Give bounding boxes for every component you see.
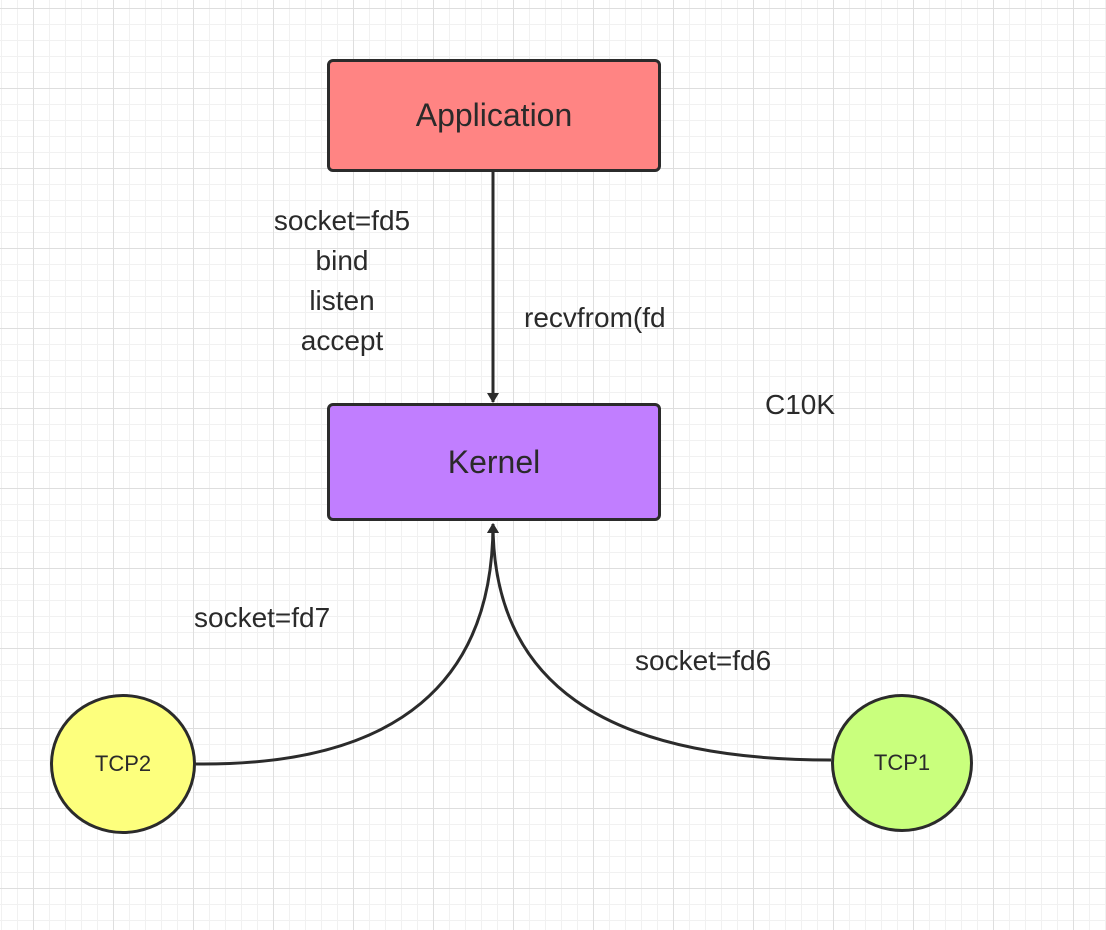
- recvfrom-label: recvfrom(fd: [524, 302, 666, 333]
- kernel-label: Kernel: [447, 443, 541, 480]
- application-label: Application: [415, 97, 573, 133]
- setup-steps: socket=fd5 bind listen accept: [242, 201, 442, 361]
- setup-step-bind: bind: [315, 245, 369, 276]
- tcp2-to-kernel-arrow: [195, 523, 499, 766]
- kernel-node: Kernel: [327, 403, 661, 521]
- tcp2-label: TCP2: [94, 751, 152, 776]
- tcp2-node: TCP2: [50, 694, 196, 834]
- tcp2-socket-label: socket=fd7: [194, 602, 331, 633]
- c10k-label: C10K: [765, 389, 836, 420]
- setup-step-accept: accept: [300, 325, 384, 356]
- tcp1-label: TCP1: [873, 750, 931, 775]
- setup-step-socket: socket=fd5: [273, 205, 411, 236]
- setup-step-listen: listen: [309, 285, 375, 316]
- tcp1-to-kernel-arrow: [487, 523, 832, 762]
- tcp1-node: TCP1: [831, 694, 973, 832]
- application-node: Application: [327, 59, 661, 172]
- tcp1-socket-label: socket=fd6: [635, 645, 772, 676]
